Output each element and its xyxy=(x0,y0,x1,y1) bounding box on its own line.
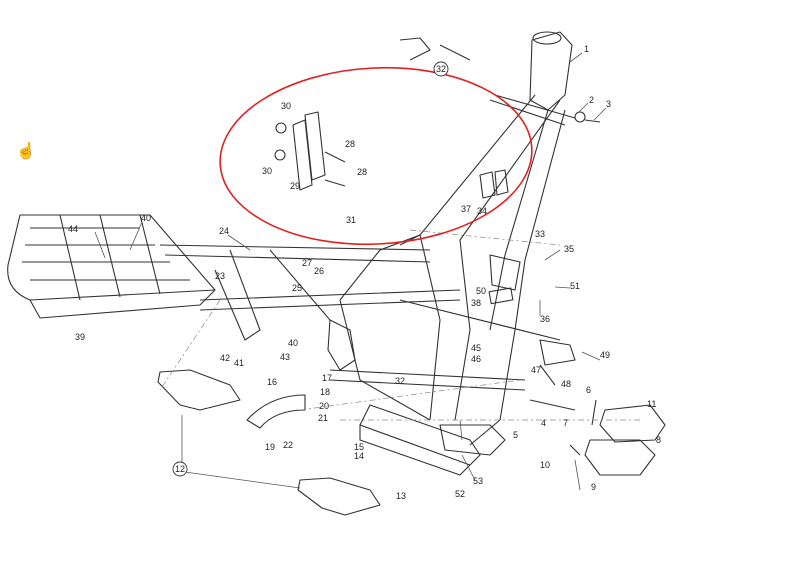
part-label-34: 34 xyxy=(477,206,487,216)
part-label-40: 40 xyxy=(288,338,298,348)
part-label-52: 52 xyxy=(455,489,465,499)
part-label-22: 22 xyxy=(283,440,293,450)
part-label-44: 44 xyxy=(68,224,78,234)
part-label-45: 45 xyxy=(471,343,481,353)
part-label-29: 29 xyxy=(290,181,300,191)
part-label-31: 31 xyxy=(346,215,356,225)
part-label-39: 39 xyxy=(75,332,85,342)
part-label-13: 13 xyxy=(396,491,406,501)
part-label-36: 36 xyxy=(540,314,550,324)
part-label-43: 43 xyxy=(280,352,290,362)
label-circle xyxy=(433,61,449,77)
part-label-30: 30 xyxy=(281,101,291,111)
highlight-ellipse xyxy=(219,66,533,246)
hand-pointer-icon: ☝ xyxy=(16,143,36,160)
part-label-28: 28 xyxy=(357,167,367,177)
part-label-1: 1 xyxy=(584,44,589,54)
part-label-25: 25 xyxy=(292,283,302,293)
part-label-2: 2 xyxy=(589,95,594,105)
part-label-32: 32 xyxy=(436,64,446,74)
part-label-8: 8 xyxy=(656,435,661,445)
part-label-46: 46 xyxy=(471,354,481,364)
part-label-37: 37 xyxy=(461,204,471,214)
part-label-47: 47 xyxy=(531,365,541,375)
part-label-50: 50 xyxy=(476,286,486,296)
part-label-3: 3 xyxy=(606,99,611,109)
part-label-21: 21 xyxy=(318,413,328,423)
part-label-53: 53 xyxy=(473,476,483,486)
part-label-18: 18 xyxy=(320,387,330,397)
part-label-10: 10 xyxy=(540,460,550,470)
part-label-19: 19 xyxy=(265,442,275,452)
part-label-27: 27 xyxy=(302,258,312,268)
part-label-7: 7 xyxy=(563,418,568,428)
part-label-40: 40 xyxy=(141,213,151,223)
part-label-9: 9 xyxy=(591,482,596,492)
part-label-33: 33 xyxy=(535,229,545,239)
part-label-6: 6 xyxy=(586,385,591,395)
frame-drawing xyxy=(7,31,666,516)
part-label-41: 41 xyxy=(234,358,244,368)
part-label-38: 38 xyxy=(471,298,481,308)
part-label-32: 32 xyxy=(395,376,405,386)
part-label-30: 30 xyxy=(262,166,272,176)
part-label-42: 42 xyxy=(220,353,230,363)
part-label-28: 28 xyxy=(345,139,355,149)
part-label-35: 35 xyxy=(564,244,574,254)
part-label-11: 11 xyxy=(647,399,656,409)
part-label-26: 26 xyxy=(314,266,324,276)
part-label-49: 49 xyxy=(600,350,610,360)
part-label-14: 14 xyxy=(354,451,364,461)
label-circle xyxy=(172,461,188,477)
part-label-24: 24 xyxy=(219,226,229,236)
part-label-23: 23 xyxy=(215,271,225,281)
part-label-5: 5 xyxy=(513,430,518,440)
part-label-17: 17 xyxy=(322,373,332,383)
part-label-15: 15 xyxy=(354,442,364,452)
part-label-4: 4 xyxy=(541,418,546,428)
part-label-16: 16 xyxy=(267,377,277,387)
part-label-48: 48 xyxy=(561,379,571,389)
part-label-51: 51 xyxy=(570,281,580,291)
part-label-20: 20 xyxy=(319,401,329,411)
part-label-12: 12 xyxy=(175,464,185,474)
